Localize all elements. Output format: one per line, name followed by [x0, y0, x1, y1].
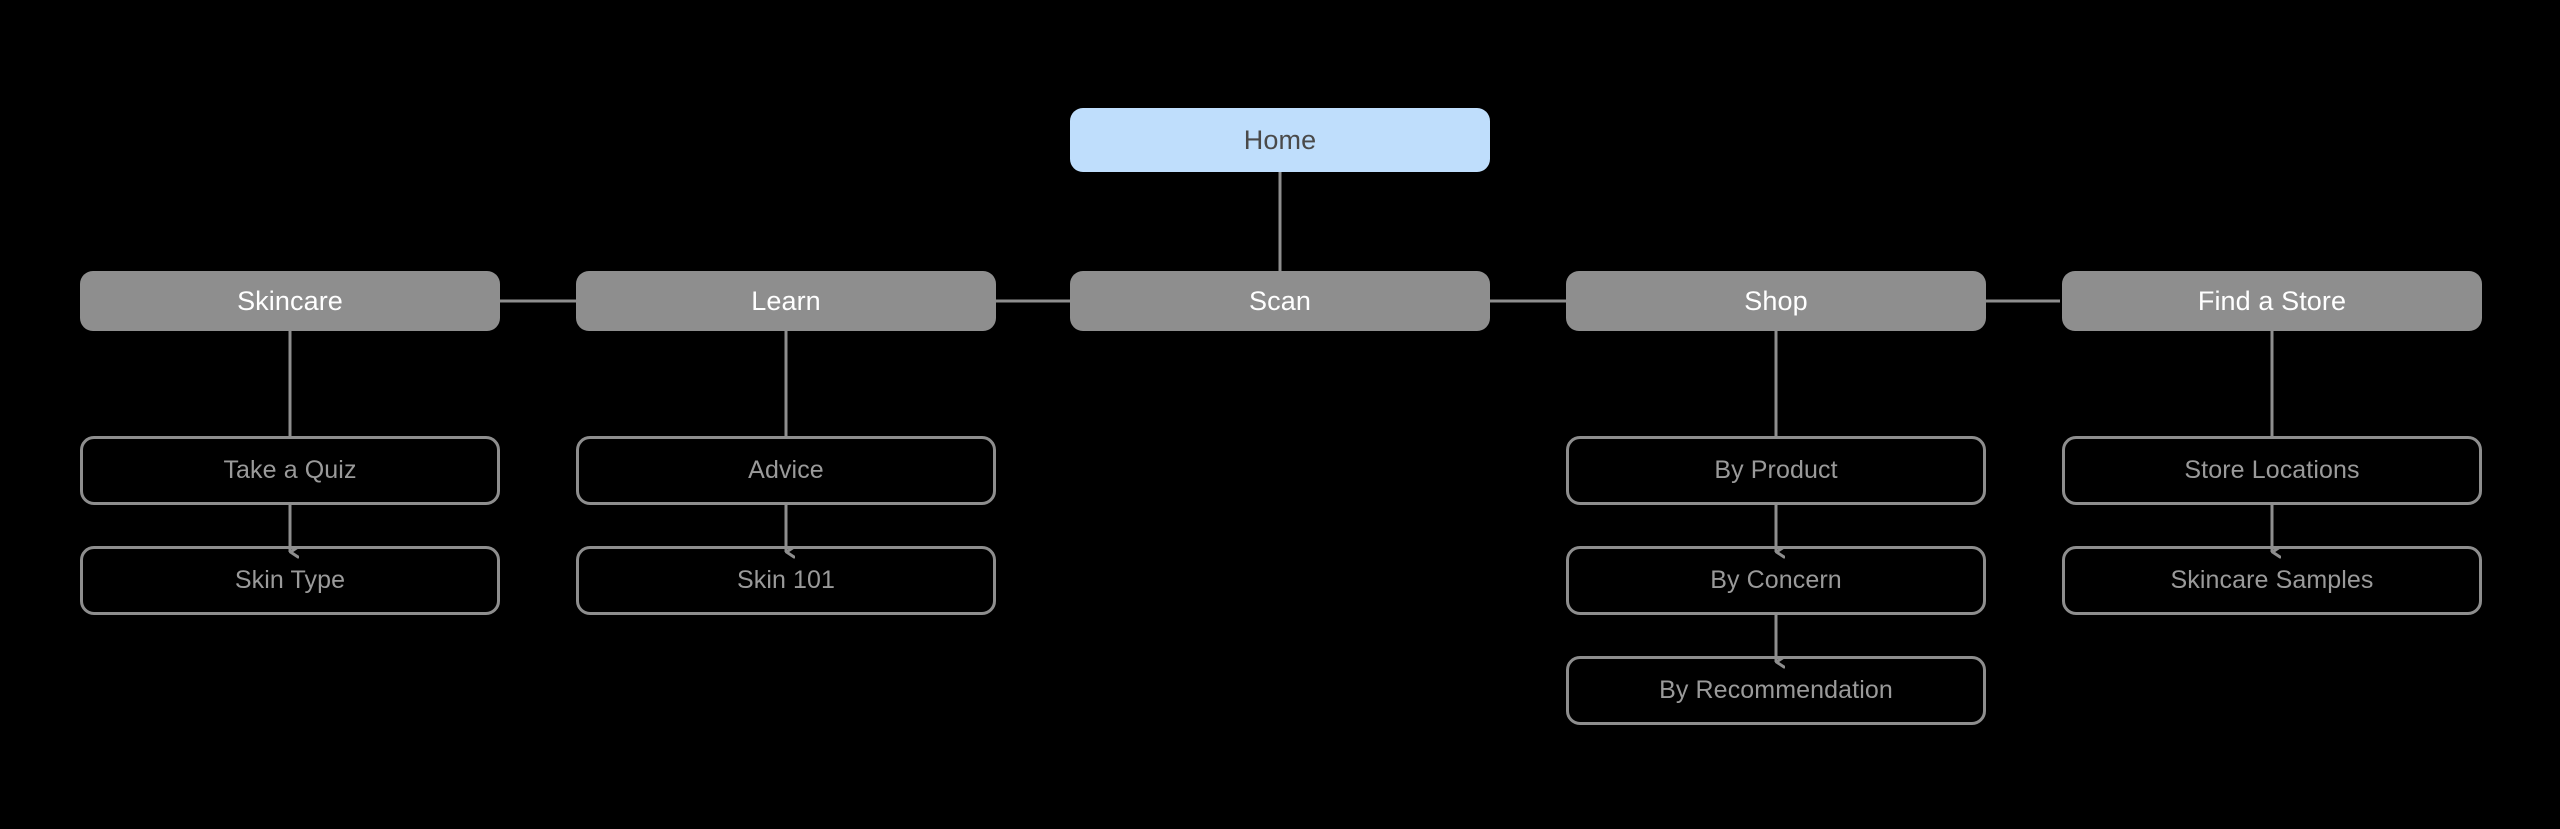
- node-skin-101[interactable]: Skin 101: [576, 546, 996, 615]
- node-store-locations-label: Store Locations: [2184, 456, 2360, 484]
- node-by-concern-label: By Concern: [1710, 566, 1842, 594]
- node-skincare-samples[interactable]: Skincare Samples: [2062, 546, 2482, 615]
- node-home[interactable]: Home: [1070, 108, 1490, 172]
- node-skincare-samples-label: Skincare Samples: [2170, 566, 2374, 594]
- node-advice[interactable]: Advice: [576, 436, 996, 505]
- node-shop[interactable]: Shop: [1566, 271, 1986, 331]
- node-take-a-quiz[interactable]: Take a Quiz: [80, 436, 500, 505]
- node-home-label: Home: [1243, 124, 1317, 155]
- node-skincare[interactable]: Skincare: [80, 271, 500, 331]
- node-shop-label: Shop: [1744, 285, 1808, 316]
- node-learn[interactable]: Learn: [576, 271, 996, 331]
- node-scan-label: Scan: [1249, 285, 1311, 316]
- node-skin-101-label: Skin 101: [736, 566, 836, 594]
- node-by-recommendation-label: By Recommendation: [1659, 676, 1893, 704]
- node-by-product-label: By Product: [1714, 456, 1838, 484]
- node-take-a-quiz-label: Take a Quiz: [223, 456, 357, 484]
- node-by-recommendation[interactable]: By Recommendation: [1566, 656, 1986, 725]
- node-find-a-store[interactable]: Find a Store: [2062, 271, 2482, 331]
- node-scan[interactable]: Scan: [1070, 271, 1490, 331]
- node-by-product[interactable]: By Product: [1566, 436, 1986, 505]
- node-find-a-store-label: Find a Store: [2197, 285, 2347, 316]
- node-skin-type[interactable]: Skin Type: [80, 546, 500, 615]
- node-by-concern[interactable]: By Concern: [1566, 546, 1986, 615]
- node-store-locations[interactable]: Store Locations: [2062, 436, 2482, 505]
- node-advice-label: Advice: [748, 456, 824, 484]
- node-skin-type-label: Skin Type: [234, 566, 346, 594]
- node-learn-label: Learn: [751, 285, 821, 316]
- node-skincare-label: Skincare: [237, 285, 343, 316]
